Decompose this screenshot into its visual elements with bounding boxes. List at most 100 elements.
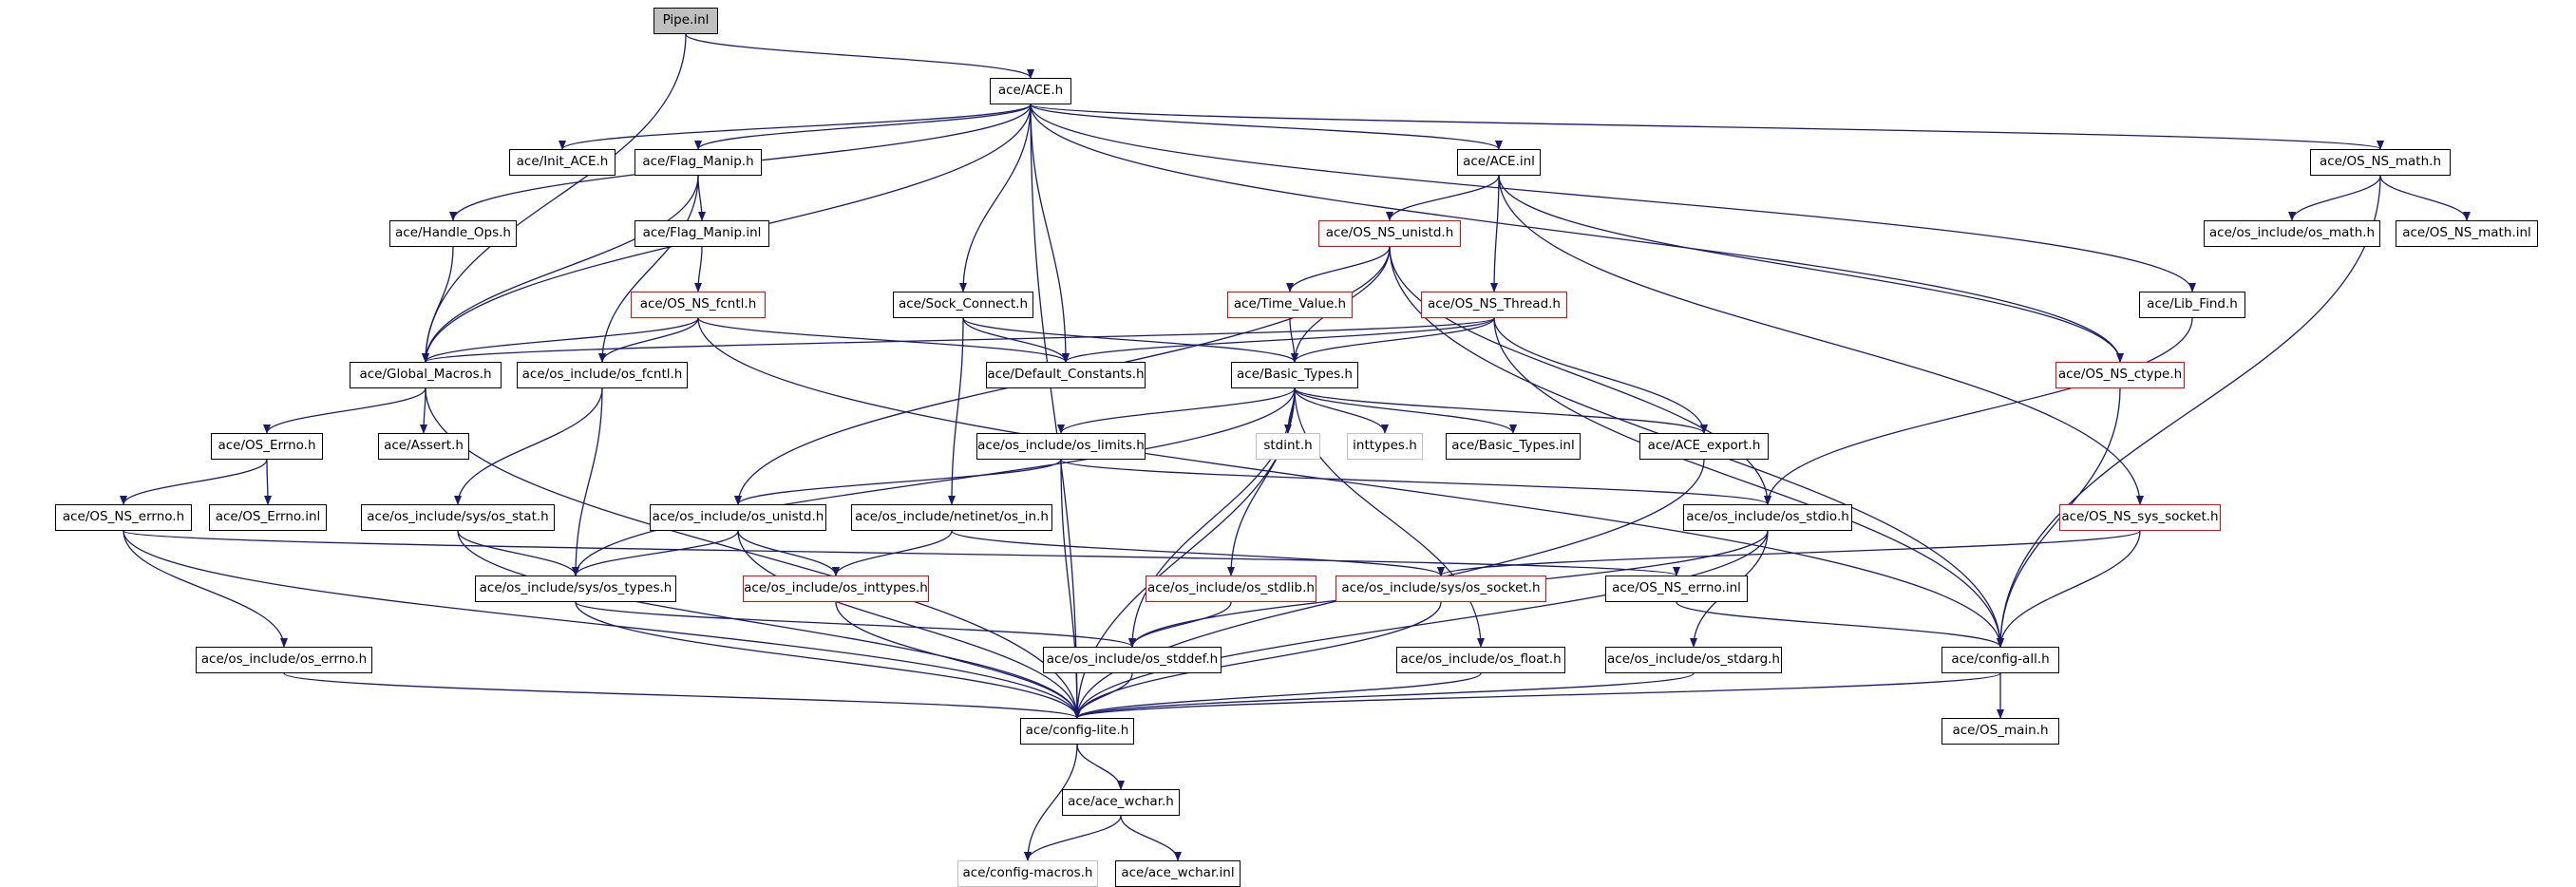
edge-os-ns-thread-to-default-constants <box>1062 317 1495 363</box>
edge-os-ns-math-h-to-os-ns-math-inl <box>2379 175 2471 221</box>
edge-basic-types-h-to-os-include-float <box>1294 387 1485 648</box>
edge-flag-manip-h-to-flag-manip-inl <box>697 175 706 221</box>
node-os-ns-fcntl-h[interactable]: ace/OS_NS_fcntl.h <box>631 292 766 318</box>
node-os-include-float-h[interactable]: ace/os_include/os_float.h <box>1396 647 1565 673</box>
node-config-lite-h[interactable]: ace/config-lite.h <box>1020 718 1134 745</box>
edge-os-include-sys-socket-to-config-lite <box>1073 601 1442 719</box>
node-os-include-stdarg-h[interactable]: ace/os_include/os_stdarg.h <box>1605 647 1782 673</box>
node-os-include-inttypes-h[interactable]: ace/os_include/os_inttypes.h <box>743 576 929 602</box>
edge-os-ns-unistd-to-time-value <box>1286 246 1391 293</box>
node-ace-h[interactable]: ace/ACE.h <box>990 78 1071 104</box>
node-os-include-stdlib-h[interactable]: ace/os_include/os_stdlib.h <box>1146 576 1316 602</box>
node-global-macros-h[interactable]: ace/Global_Macros.h <box>350 362 502 388</box>
edge-os-include-stdlib-to-os-include-stddef <box>1128 601 1232 648</box>
edge-os-include-sys-types-to-os-include-stddef <box>575 601 1136 648</box>
node-lib-find-h[interactable]: ace/Lib_Find.h <box>2139 292 2245 318</box>
edge-ace-inl-to-os-ns-sys-socket <box>1498 175 2144 505</box>
edge-config-all-to-config-lite <box>1073 672 2001 719</box>
node-os-include-stddef-h[interactable]: ace/os_include/os_stddef.h <box>1043 647 1222 673</box>
node-inttypes-h[interactable]: inttypes.h <box>1347 433 1423 460</box>
node-sock-connect-h[interactable]: ace/Sock_Connect.h <box>893 292 1033 318</box>
node-os-errno-inl[interactable]: ace/OS_Errno.inl <box>209 504 327 531</box>
edge-ace-h-to-os-ns-math-h <box>1030 104 2384 150</box>
edge-os-ns-sys-socket-to-config-all <box>1997 530 2141 648</box>
node-os-errno-h[interactable]: ace/OS_Errno.h <box>211 433 323 460</box>
edge-global-macros-to-assert-h <box>420 387 428 434</box>
edge-ace-inl-to-os-ns-ctype <box>1498 175 2124 363</box>
edge-os-ns-thread-to-global-macros <box>422 317 1495 363</box>
node-flag-manip-h[interactable]: ace/Flag_Manip.h <box>635 149 762 176</box>
node-default-constants-h[interactable]: ace/Default_Constants.h <box>986 362 1146 388</box>
node-os-main-h[interactable]: ace/OS_main.h <box>1941 718 2059 745</box>
edge-basic-types-h-to-os-include-stddef <box>1128 387 1296 648</box>
node-os-include-errno-h[interactable]: ace/os_include/os_errno.h <box>196 647 372 673</box>
node-basic-types-h[interactable]: ace/Basic_Types.h <box>1231 362 1358 388</box>
node-os-include-stdio-h[interactable]: ace/os_include/os_stdio.h <box>1683 504 1852 531</box>
edge-os-include-stdio-to-config-lite <box>1073 530 1769 719</box>
node-os-ns-errno-inl[interactable]: ace/OS_NS_errno.inl <box>1605 576 1748 602</box>
node-os-ns-sys-socket-h[interactable]: ace/OS_NS_sys_socket.h <box>2059 504 2221 531</box>
edge-ace-inl-to-os-ns-unistd <box>1386 175 1500 221</box>
edge-handle-ops-to-global-macros <box>422 246 454 363</box>
node-stdint-h[interactable]: stdint.h <box>1256 433 1320 460</box>
edge-flag-manip-inl-to-os-ns-fcntl <box>694 246 703 293</box>
node-os-include-sys-stat-h[interactable]: ace/os_include/sys/os_stat.h <box>361 504 555 531</box>
node-config-all-h[interactable]: ace/config-all.h <box>1941 647 2059 673</box>
edge-os-include-unistd-to-config-lite <box>737 530 1081 719</box>
edge-pipe-inl-to-global-macros <box>422 33 687 363</box>
edge-os-ns-thread-to-config-all <box>1493 317 2004 648</box>
node-assert-h[interactable]: ace/Assert.h <box>378 433 469 460</box>
node-basic-types-inl[interactable]: ace/Basic_Types.inl <box>1446 433 1581 460</box>
edge-sock-connect-to-basic-types-h <box>962 317 1298 363</box>
edge-os-ns-fcntl-to-os-include-fcntl <box>598 317 699 363</box>
edge-basic-types-h-to-inttypes-h <box>1294 387 1389 434</box>
node-os-include-limits-h[interactable]: ace/os_include/os_limits.h <box>976 433 1146 460</box>
edge-os-include-stdarg-to-config-lite <box>1073 672 1695 719</box>
node-os-ns-errno-h[interactable]: ace/OS_NS_errno.h <box>55 504 192 531</box>
node-os-include-sys-socket-h[interactable]: ace/os_include/sys/os_socket.h <box>1335 576 1546 602</box>
edge-flag-manip-h-to-global-macros <box>422 175 699 363</box>
node-os-ns-math-inl[interactable]: ace/OS_NS_math.inl <box>2396 220 2538 247</box>
edge-config-lite-to-ace-wchar-h <box>1076 744 1125 790</box>
node-os-include-netinet-in-h[interactable]: ace/os_include/netinet/os_in.h <box>851 504 1052 531</box>
node-time-value-h[interactable]: ace/Time_Value.h <box>1227 292 1353 318</box>
edge-os-include-fcntl-to-os-include-sys-stat <box>454 387 603 505</box>
node-os-ns-thread-h[interactable]: ace/OS_NS_Thread.h <box>1421 292 1567 318</box>
node-ace-wchar-inl[interactable]: ace/ace_wchar.inl <box>1115 860 1241 887</box>
edge-global-macros-to-os-errno-h <box>263 387 426 434</box>
edge-basic-types-h-to-basic-types-inl <box>1294 387 1517 434</box>
node-os-include-math-h[interactable]: ace/os_include/os_math.h <box>2204 220 2380 247</box>
node-os-include-fcntl-h[interactable]: ace/os_include/os_fcntl.h <box>517 362 688 388</box>
node-os-include-unistd-h[interactable]: ace/os_include/os_unistd.h <box>650 504 826 531</box>
edge-os-include-float-to-config-lite <box>1073 672 1482 719</box>
edge-basic-types-h-to-os-include-sys-types <box>572 387 1296 576</box>
edge-ace-h-to-lib-find <box>1030 104 2196 293</box>
edge-os-include-limits-to-os-include-unistd <box>734 459 1062 505</box>
edge-os-include-limits-to-os-include-stdio <box>1060 459 1771 505</box>
edge-os-include-netinet-in-to-os-include-sys-socket <box>951 530 1445 576</box>
edge-config-lite-to-config-macros <box>1024 744 1078 861</box>
edge-ace-inl-to-os-ns-thread <box>1490 175 1500 293</box>
node-pipe-inl[interactable]: Pipe.inl <box>653 8 718 34</box>
node-init-ace-h[interactable]: ace/Init_ACE.h <box>509 149 616 176</box>
edge-ace-wchar-h-to-ace-wchar-inl <box>1120 815 1182 861</box>
edge-os-ns-math-h-to-os-include-math <box>2288 175 2381 221</box>
edge-ace-h-to-os-ns-ctype <box>1030 104 2124 363</box>
node-os-include-sys-types-h[interactable]: ace/os_include/sys/os_types.h <box>475 576 676 602</box>
edge-os-ns-thread-to-basic-types-h <box>1291 317 1495 363</box>
node-ace-export-h[interactable]: ace/ACE_export.h <box>1639 433 1769 460</box>
node-os-ns-unistd-h[interactable]: ace/OS_NS_unistd.h <box>1318 220 1461 247</box>
node-config-macros-h[interactable]: ace/config-macros.h <box>957 860 1098 887</box>
node-ace-inl[interactable]: ace/ACE.inl <box>1457 149 1541 176</box>
dependency-edges <box>120 33 2471 861</box>
edge-ace-h-to-init-ace <box>559 104 1032 150</box>
node-ace-wchar-h[interactable]: ace/ace_wchar.h <box>1062 789 1180 816</box>
edge-ace-h-to-sock-connect <box>959 104 1032 293</box>
edge-os-ns-errno-h-to-config-lite <box>123 530 1081 719</box>
node-os-ns-math-h[interactable]: ace/OS_NS_math.h <box>2310 149 2451 176</box>
edge-os-ns-unistd-to-os-include-stdio <box>1389 246 1771 505</box>
node-flag-manip-inl[interactable]: ace/Flag_Manip.inl <box>635 220 769 247</box>
node-handle-ops-h[interactable]: ace/Handle_Ops.h <box>389 220 517 247</box>
node-os-ns-ctype-h[interactable]: ace/OS_NS_ctype.h <box>2055 362 2185 388</box>
